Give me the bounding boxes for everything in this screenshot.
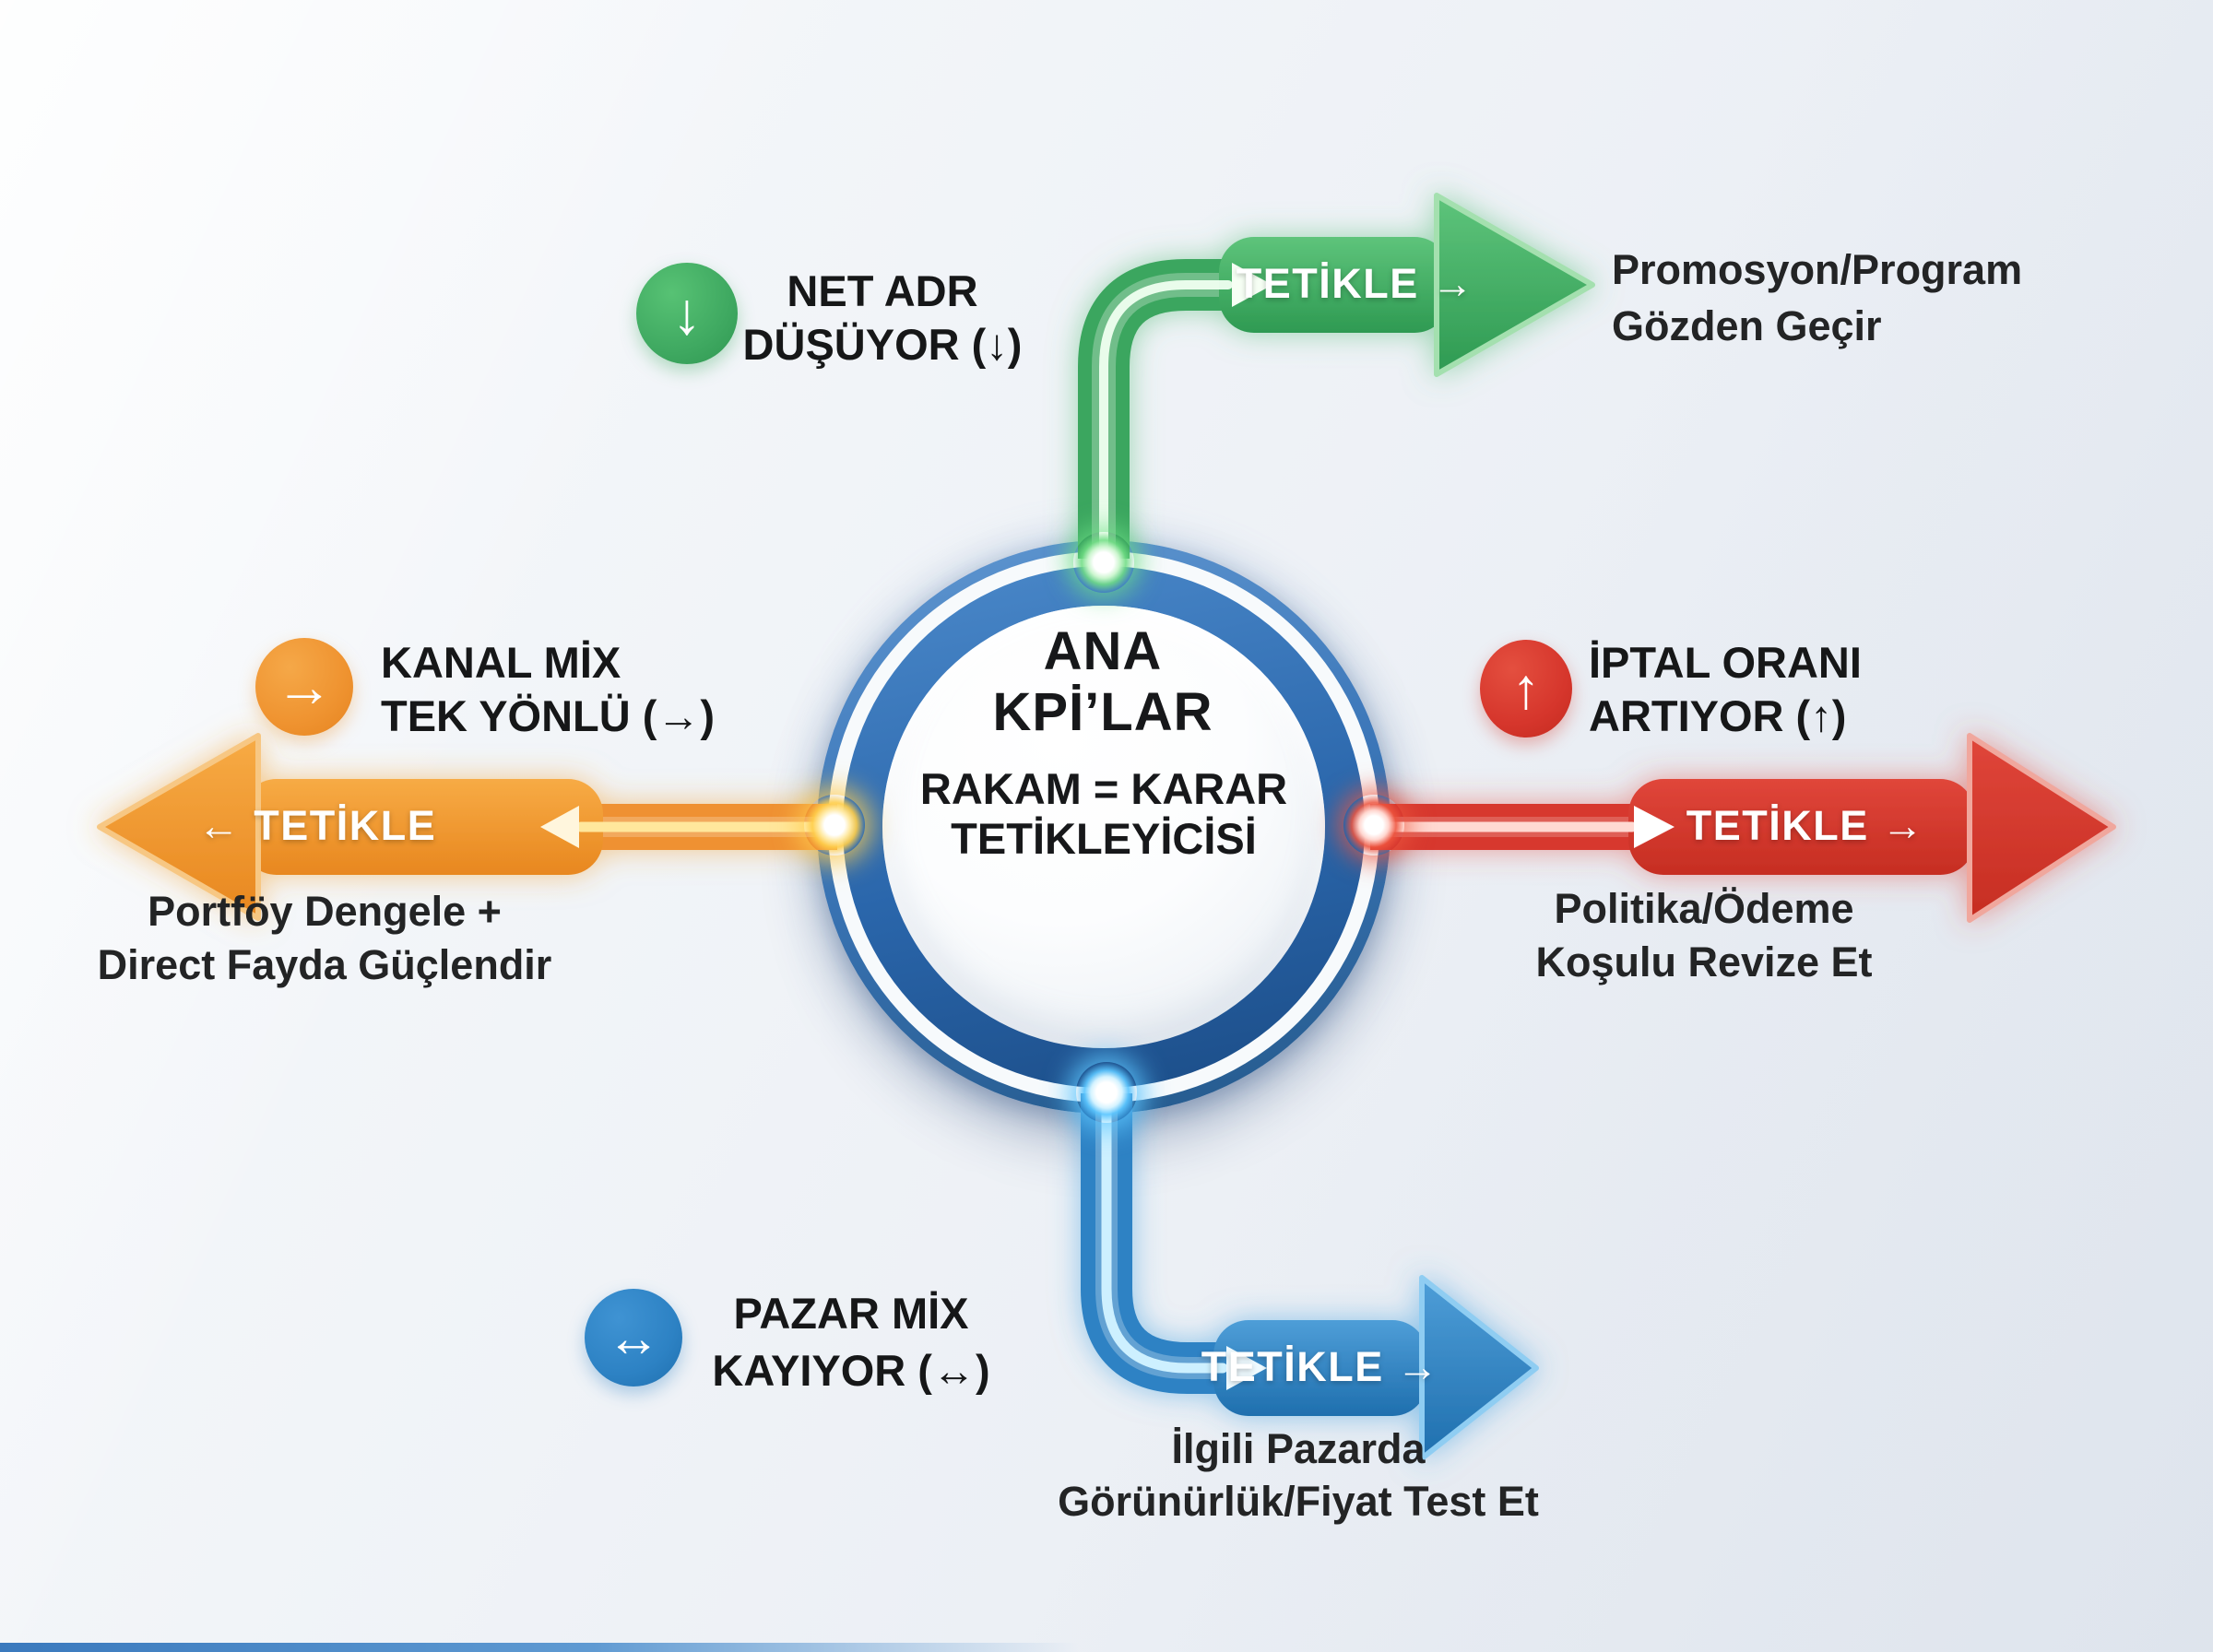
connector-dot-bottom bbox=[1076, 1062, 1137, 1123]
red-arrowhead bbox=[1967, 733, 2116, 923]
kpi-heading-left: KANAL MİX TEK YÖNLÜ (→) bbox=[381, 636, 715, 743]
branch-bottom-blue bbox=[1081, 1092, 1539, 1461]
action-text-bottom-line1: İlgili Pazarda bbox=[1171, 1425, 1426, 1472]
arrow-leftright-circle-icon: ↔ bbox=[585, 1289, 682, 1386]
action-text-top-line2: Gözden Geçir bbox=[1612, 302, 1882, 349]
kpi-heading-bottom-line1: PAZAR MİX bbox=[733, 1289, 969, 1338]
action-text-left-line2: Direct Fayda Güçlendir bbox=[97, 941, 552, 988]
kpi-heading-right-line2: ARTIYOR (↑) bbox=[1589, 691, 1847, 740]
hub-subtitle-line1: RAKAM = KARAR bbox=[919, 764, 1288, 813]
kpi-heading-top-line1: NET ADR bbox=[787, 266, 978, 315]
hub-title-line1: ANA bbox=[1043, 621, 1163, 681]
kpi-heading-right: İPTAL ORANI ARTIYOR (↑) bbox=[1589, 636, 1862, 743]
action-text-top-line1: Promosyon/Program bbox=[1612, 246, 2023, 293]
hub-subtitle: RAKAM = KARAR TETİKLEYİCİSİ bbox=[920, 764, 1287, 864]
kpi-heading-top: NET ADR DÜŞÜYOR (↓) bbox=[743, 265, 1023, 372]
connector-dot-left bbox=[804, 795, 865, 856]
arrow-right-circle-icon: → bbox=[255, 638, 353, 736]
kpi-heading-top-line2: DÜŞÜYOR (↓) bbox=[742, 320, 1023, 369]
trigger-label-bottom: TETİKLE → bbox=[1201, 1343, 1440, 1390]
action-text-right-line2: Koşulu Revize Et bbox=[1535, 938, 1873, 985]
trigger-label-right: TETİKLE → bbox=[1686, 802, 1925, 849]
hub-title-line2: KPİ’LAR bbox=[992, 682, 1213, 742]
trigger-label-left: ← TETİKLE bbox=[197, 802, 437, 849]
action-text-left-line1: Portföy Dengele + bbox=[148, 888, 502, 935]
kpi-heading-bottom-line2: KAYIYOR (↔) bbox=[712, 1346, 990, 1395]
kpi-heading-left-line2: TEK YÖNLÜ (→) bbox=[381, 691, 716, 740]
kpi-heading-right-line1: İPTAL ORANI bbox=[1589, 638, 1862, 687]
action-text-right: Politika/Ödeme Koşulu Revize Et bbox=[1535, 882, 1872, 989]
arrow-down-icon: ↓ bbox=[672, 280, 702, 347]
branch-top-green bbox=[1078, 193, 1595, 561]
arrow-leftright-icon: ↔ bbox=[607, 1307, 660, 1368]
arrow-down-circle-icon: ↓ bbox=[636, 263, 738, 364]
action-text-top: Promosyon/Program Gözden Geçir bbox=[1612, 242, 2022, 354]
action-text-bottom: İlgili Pazarda Görünürlük/Fiyat Test Et bbox=[1058, 1422, 1539, 1528]
connector-dot-top bbox=[1073, 532, 1134, 593]
kpi-heading-bottom: PAZAR MİX KAYIYOR (↔) bbox=[712, 1285, 989, 1399]
arrow-up-circle-icon: ↑ bbox=[1480, 640, 1572, 738]
hub-title: ANA KPİ’LAR bbox=[993, 621, 1213, 743]
action-text-left: Portföy Dengele + Direct Fayda Güçlendir bbox=[98, 885, 552, 992]
action-text-right-line1: Politika/Ödeme bbox=[1554, 885, 1854, 932]
arrow-up-icon: ↑ bbox=[1511, 656, 1541, 721]
hub-subtitle-line2: TETİKLEYİCİSİ bbox=[951, 814, 1257, 863]
kpi-heading-left-line1: KANAL MİX bbox=[381, 638, 621, 687]
action-text-bottom-line2: Görünürlük/Fiyat Test Et bbox=[1058, 1478, 1539, 1525]
arrow-right-icon: → bbox=[276, 655, 333, 719]
connector-dot-right bbox=[1343, 795, 1404, 856]
trigger-label-top: TETİKLE → bbox=[1236, 260, 1475, 307]
